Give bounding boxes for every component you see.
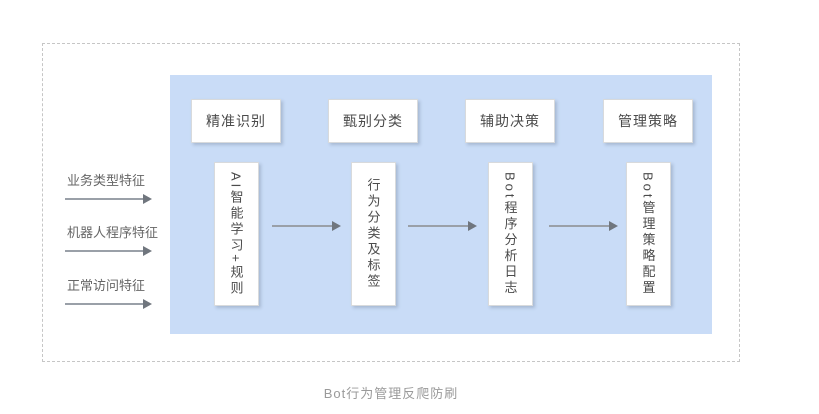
input-feature-business-type: 业务类型特征 [65,173,152,204]
diagram-caption: Bot行为管理反爬防刷 [323,386,459,401]
flow-arrow-icon [408,221,477,231]
stage-assisted-decision: 辅助决策 Bot程序分析日志 [465,99,555,306]
stage-header-box: 甄别分类 [328,99,418,143]
stage-body-label: Bot程序分析日志 [502,171,518,297]
input-feature-robot-program: 机器人程序特征 [65,225,159,256]
stage-header-box: 管理策略 [603,99,693,143]
stage-management-strategy: 管理策略 Bot管理策略配置 [603,99,693,306]
stage-body-label: AI智能学习+规则 [228,171,244,297]
right-arrow-icon [65,299,152,309]
stage-header-box: 精准识别 [191,99,281,143]
dashed-boundary [42,43,740,362]
stage-body-box: AI智能学习+规则 [213,162,259,306]
stage-body-box: 行为分类及标签 [350,162,396,306]
input-label: 机器人程序特征 [67,225,159,240]
flow-arrow-icon [549,221,618,231]
right-arrow-icon [65,246,152,256]
stage-screening-classification: 甄别分类 行为分类及标签 [328,99,418,306]
flow-arrow-icon [272,221,341,231]
input-feature-normal-access: 正常访问特征 [65,278,152,309]
input-label: 正常访问特征 [67,278,146,293]
stage-body-label: 行为分类及标签 [365,178,381,290]
stage-body-label: Bot管理策略配置 [640,171,656,297]
stage-body-box: Bot管理策略配置 [625,162,671,306]
stage-body-box: Bot程序分析日志 [487,162,533,306]
stage-header-box: 辅助决策 [465,99,555,143]
stage-precise-identification: 精准识别 AI智能学习+规则 [191,99,281,306]
input-label: 业务类型特征 [67,173,146,188]
right-arrow-icon [65,194,152,204]
